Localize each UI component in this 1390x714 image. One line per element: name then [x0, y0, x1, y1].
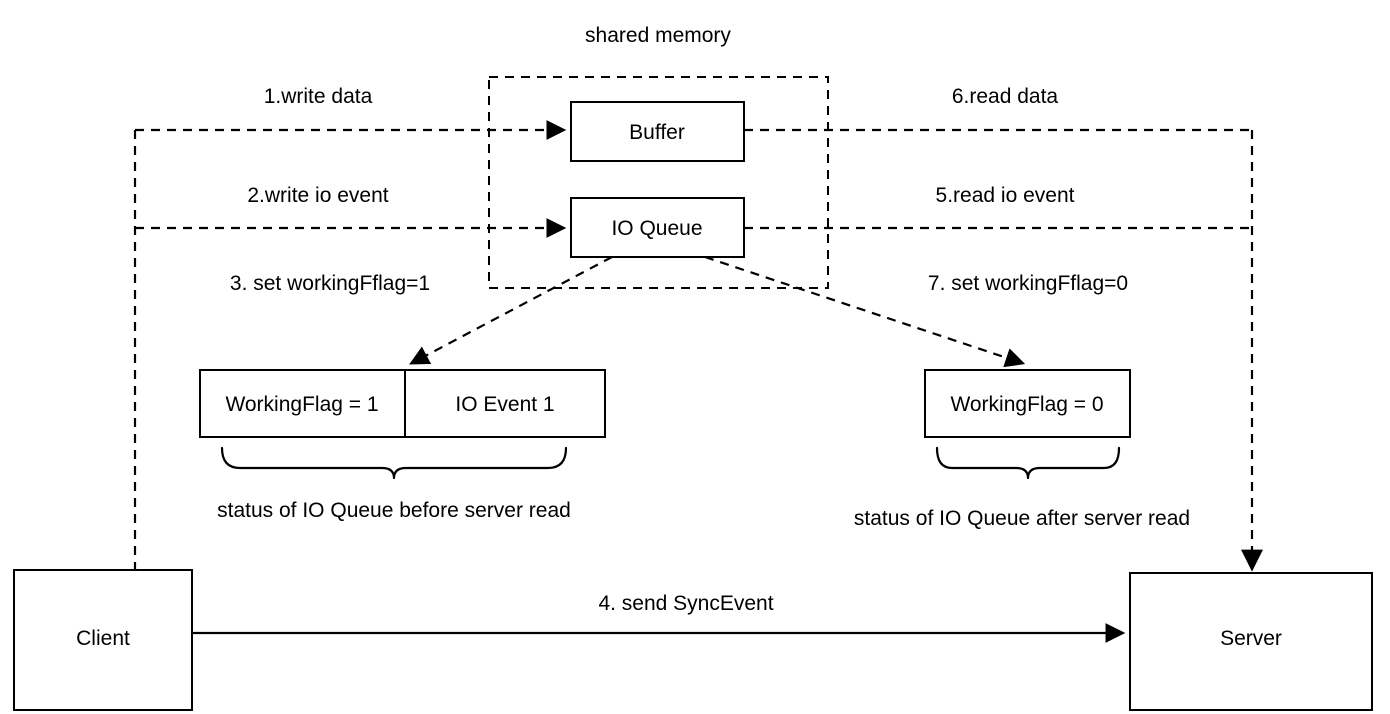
node-io-queue-label: IO Queue	[611, 217, 702, 240]
caption-before-state: status of IO Queue before server read	[217, 499, 571, 522]
cell-working-flag-0: WorkingFlag = 0	[950, 393, 1103, 416]
brace-before-state	[220, 446, 568, 480]
state-box-after	[924, 369, 1131, 438]
node-server	[1129, 572, 1373, 711]
node-buffer	[570, 101, 745, 162]
shared-memory-title: shared memory	[585, 24, 731, 47]
step-label-2: 2.write io event	[247, 184, 388, 207]
node-io-queue	[570, 197, 745, 258]
flow-io-queue-to-after-state	[704, 255, 1026, 368]
shared-memory-container	[488, 76, 829, 289]
brace-after-state	[935, 446, 1121, 480]
step-label-7: 7. set workingFflag=0	[928, 272, 1128, 295]
node-client	[13, 569, 193, 711]
node-client-label: Client	[76, 627, 130, 650]
step-label-1: 1.write data	[264, 85, 373, 108]
step-label-5: 5.read io event	[936, 184, 1075, 207]
step-label-6: 6.read data	[952, 85, 1059, 108]
caption-after-state: status of IO Queue after server read	[854, 507, 1190, 530]
cell-working-flag-1: WorkingFlag = 1	[225, 393, 378, 416]
cell-io-event-1: IO Event 1	[455, 393, 554, 416]
state-box-before	[199, 369, 606, 438]
node-server-label: Server	[1220, 627, 1282, 650]
step-label-3: 3. set workingFflag=1	[230, 272, 430, 295]
flow-io-queue-to-before-state	[409, 256, 613, 365]
node-buffer-label: Buffer	[629, 121, 685, 144]
step-label-4: 4. send SyncEvent	[598, 592, 773, 615]
